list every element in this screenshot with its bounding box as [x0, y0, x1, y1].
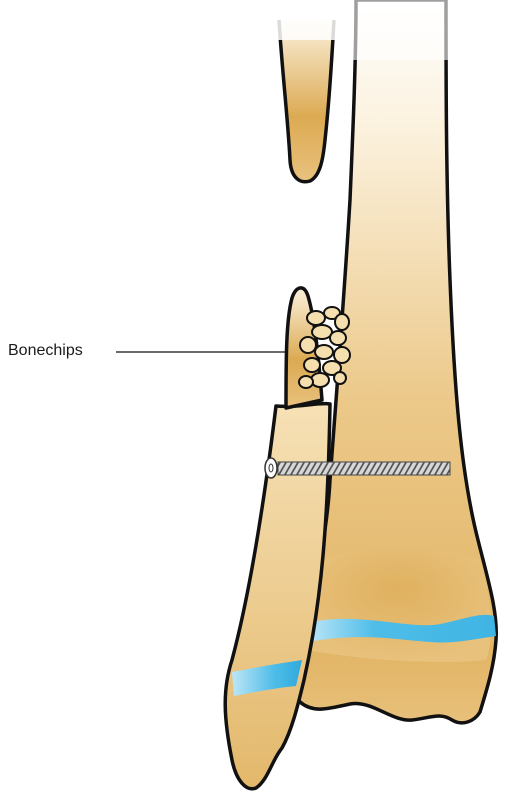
proximal-fragment [277, 19, 336, 184]
fibula-distal [223, 401, 332, 791]
bonechips-label: Bonechips [8, 342, 83, 359]
bone-chips [298, 306, 351, 389]
screw-icon [264, 457, 451, 479]
tibia-epiphysis [306, 548, 491, 662]
fibula-growth-plate [232, 660, 302, 696]
tibia-growth-plate [308, 614, 496, 643]
